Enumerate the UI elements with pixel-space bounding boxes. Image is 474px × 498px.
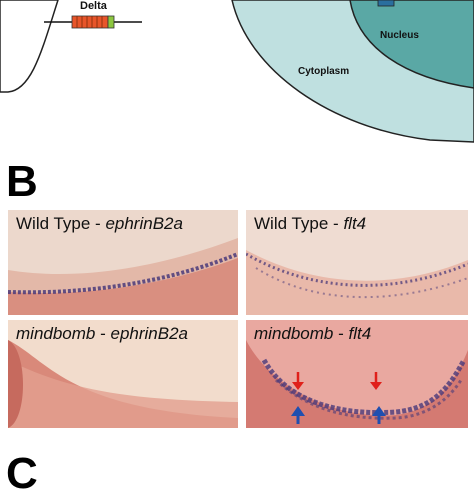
cytoplasm-label: Cytoplasm xyxy=(298,66,350,77)
delta-protein-icon xyxy=(71,15,115,29)
red-arrow-icon xyxy=(292,372,304,390)
left-cell-outline xyxy=(0,0,59,93)
micrograph-mindbomb-ephrinb2a: mindbomb - ephrinB2a xyxy=(8,320,238,428)
micrograph-mindbomb-flt4: mindbomb - flt4 xyxy=(246,320,468,428)
cell-diagram xyxy=(0,0,474,143)
caption-mindbomb-ephrinb2a: mindbomb - ephrinB2a xyxy=(16,324,188,343)
caption-wt-flt4: Wild Type - flt4 xyxy=(254,214,367,233)
panel-c-letter: C xyxy=(6,449,38,498)
micrograph-wt-flt4: Wild Type - flt4 xyxy=(246,210,468,315)
nuclear-complex-block xyxy=(377,0,395,7)
caption-wt-ephrinb2a: Wild Type - ephrinB2a xyxy=(16,214,183,233)
micrograph-wt-ephrinb2a: Wild Type - ephrinB2a xyxy=(8,210,238,315)
caption-mindbomb-flt4: mindbomb - flt4 xyxy=(254,324,372,343)
blue-arrow-icon xyxy=(372,406,386,424)
panel-b-letter: B xyxy=(6,157,38,206)
blue-arrow-icon xyxy=(291,406,305,424)
panel-a-diagram: Delta Nucleus Cytoplasm xyxy=(0,0,474,150)
red-arrow-icon xyxy=(370,372,382,390)
delta-label: Delta xyxy=(80,0,107,12)
nucleus-label: Nucleus xyxy=(380,30,419,41)
